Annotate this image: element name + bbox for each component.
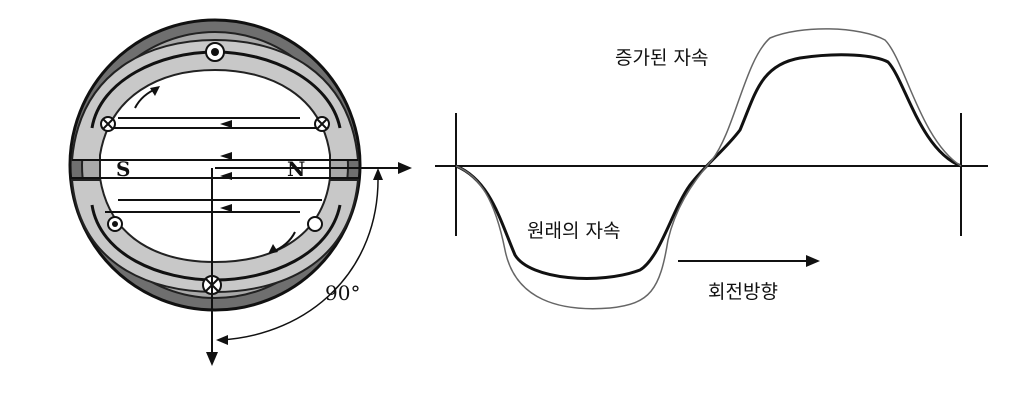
motor-cross-section: S N 90° [68,18,412,366]
angle-arc [219,174,379,341]
rotation-direction-label: 회전방향 [708,281,778,303]
pole-s-label: S [116,157,130,181]
flux-arrowheads [220,120,232,212]
conductor-left-cross [100,116,116,132]
angle-arc-arrowhead-top [373,168,383,180]
conductor-right-empty [307,216,323,232]
original-flux-label: 원래의 자속 [527,220,620,242]
angle-arc-arrowhead-bottom [216,335,228,345]
conductor-top-dot [205,42,225,62]
horizontal-axis-arrowhead [398,162,412,174]
flux-waveform: 증가된 자속 원래의 자속 회전방향 [435,28,988,310]
rotation-direction-arrowhead [806,255,820,267]
rotation-arrowhead-upper [150,86,160,96]
increased-flux-curve [455,28,962,310]
increased-flux-label: 증가된 자속 [615,47,708,69]
vertical-axis-arrowhead [206,352,218,366]
conductor-right-cross [314,116,330,132]
conductor-left-dot [107,216,123,232]
angle-label: 90° [325,281,360,305]
rotation-arrowhead-lower [268,244,278,254]
flux-lines [72,117,358,213]
